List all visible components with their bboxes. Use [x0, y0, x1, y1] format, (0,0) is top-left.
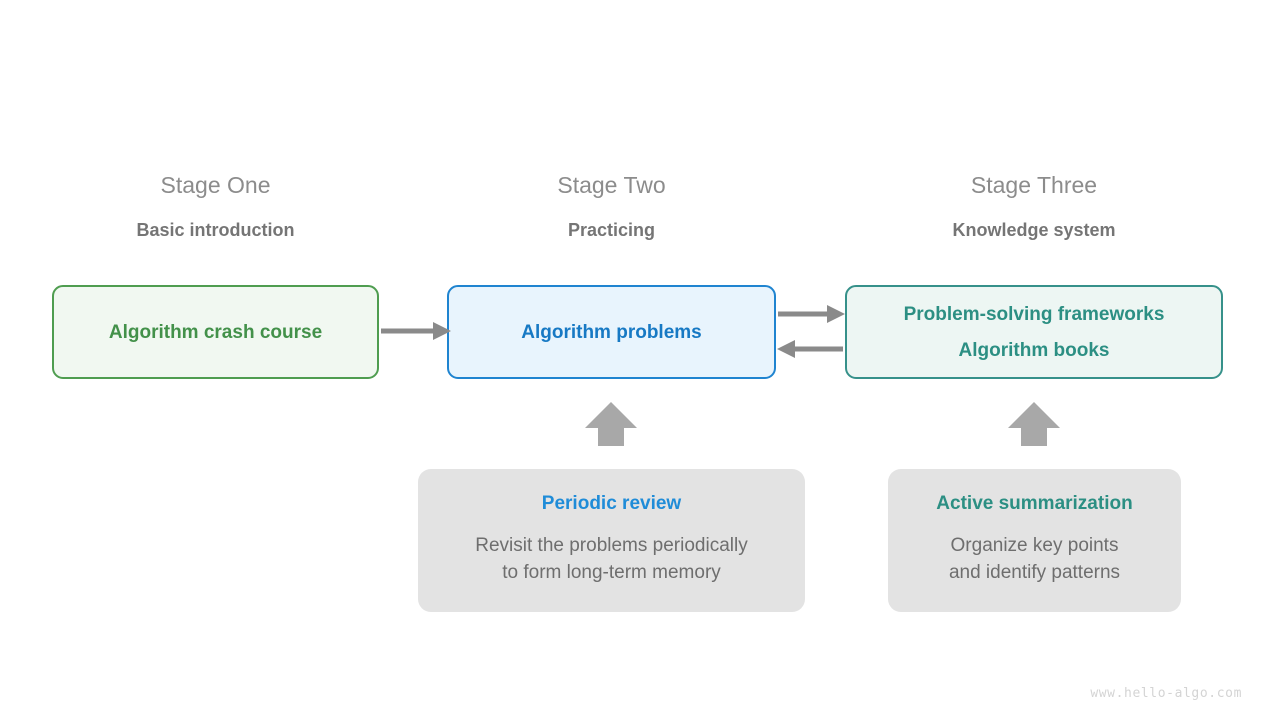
stage-one-title: Stage One [160, 172, 271, 198]
stage-one-heading: Stage One Basic introduction [52, 172, 379, 240]
stage-two-subtitle: Practicing [567, 220, 656, 240]
stage-three-title: Stage Three [970, 172, 1098, 198]
arrow-stage-two-to-stage-three-icon [778, 305, 845, 323]
periodic-review-title: Periodic review [541, 493, 682, 515]
stage-two-box[interactable]: Algorithm problems [447, 285, 776, 379]
periodic-review-note[interactable]: Periodic review Revisit the problems per… [418, 469, 805, 612]
arrow-periodic-review-to-stage-two-icon [585, 402, 637, 446]
arrow-active-summarization-to-stage-three-icon [1008, 402, 1060, 446]
active-summarization-title: Active summarization [936, 493, 1133, 515]
stage-three-subtitle: Knowledge system [952, 220, 1116, 240]
stage-three-heading: Stage Three Knowledge system [845, 172, 1223, 240]
stage-two-box-label: Algorithm problems [521, 321, 702, 343]
stage-three-box-label-2: Algorithm books [958, 339, 1110, 361]
arrow-stage-one-to-stage-two-icon [381, 322, 451, 340]
stage-one-subtitle: Basic introduction [136, 220, 295, 240]
stage-two-title: Stage Two [557, 172, 666, 198]
stage-three-box[interactable]: Problem-solving frameworks Algorithm boo… [845, 285, 1223, 379]
active-summarization-note[interactable]: Active summarization Organize key points… [888, 469, 1181, 612]
watermark: www.hello-algo.com [1090, 686, 1242, 701]
stage-three-box-label-1: Problem-solving frameworks [903, 303, 1165, 325]
stage-one-box[interactable]: Algorithm crash course [52, 285, 379, 379]
active-summarization-body: Organize key points and identify pattern… [948, 535, 1121, 583]
periodic-review-body: Revisit the problems periodically to for… [475, 535, 748, 583]
stage-two-heading: Stage Two Practicing [447, 172, 776, 240]
arrow-stage-three-to-stage-two-icon [777, 340, 843, 358]
stage-one-box-label: Algorithm crash course [108, 321, 323, 343]
